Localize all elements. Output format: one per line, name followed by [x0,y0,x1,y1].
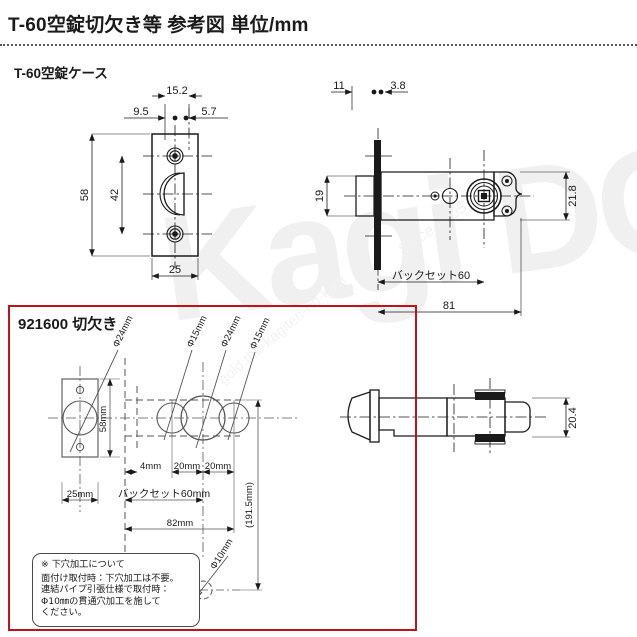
dim-top-11: 11 [333,80,344,92]
page-title: T-60空錠切欠き等 参考図 単位/mm [8,15,309,36]
cutout-section-title: 921600 切欠き [18,316,118,333]
dim-top-3-8: 3.8 [390,80,405,92]
note-line-5: ください。 [41,607,87,619]
top-view-group [324,86,570,316]
note-line-4: Φ10㎜の貫通穴加工を施して [41,595,161,607]
dim-cut-191-5mm: (191.5mm) [244,482,255,528]
dim-top-21-8: 21.8 [567,185,579,206]
cutout-diagram-group [48,349,300,605]
dim-front-58: 58 [79,189,91,201]
note-line-2: 面付け取付時：下穴加工は不要。 [41,572,179,584]
header-divider [0,44,637,46]
dim-cut-20mm-left: 20mm [174,461,200,472]
dim-front-25: 25 [169,264,181,276]
dim-top-81: 81 [443,300,455,312]
dim-front-9-5: 9.5 [133,106,148,118]
dim-cut-82mm: 82mm [167,518,193,529]
dim-cut-4mm: 4mm [140,461,161,472]
dim-cut-25mm: 25mm [67,489,93,500]
dim-cut-58mm: 58mm [98,406,109,432]
note-line-1: ※ 下穴加工について [41,559,125,570]
dim-front-5-7: 5.7 [201,106,216,118]
section-label-lock-case: T-60空錠ケース [14,66,108,81]
prep-hole-note: ※ 下穴加工について 面付け取付時：下穴加工は不要。 連結パイプ引張仕様で取付時… [32,553,200,627]
front-view-group [89,93,228,280]
dim-top-backset: バックセット60 [392,269,470,282]
dim-cut-20mm-right: 20mm [205,461,231,472]
dim-front-42: 42 [109,189,121,201]
note-line-3: 連結パイプ引張仕様で取付時： [41,584,170,596]
dim-cut-backset: バックセット60mm [118,488,210,500]
dim-top-19: 19 [314,190,326,202]
dim-front-15-2: 15.2 [166,85,187,97]
cutout-section-frame [8,305,417,631]
dim-side-20-4: 20.4 [567,407,579,428]
side-view-group [340,378,570,456]
